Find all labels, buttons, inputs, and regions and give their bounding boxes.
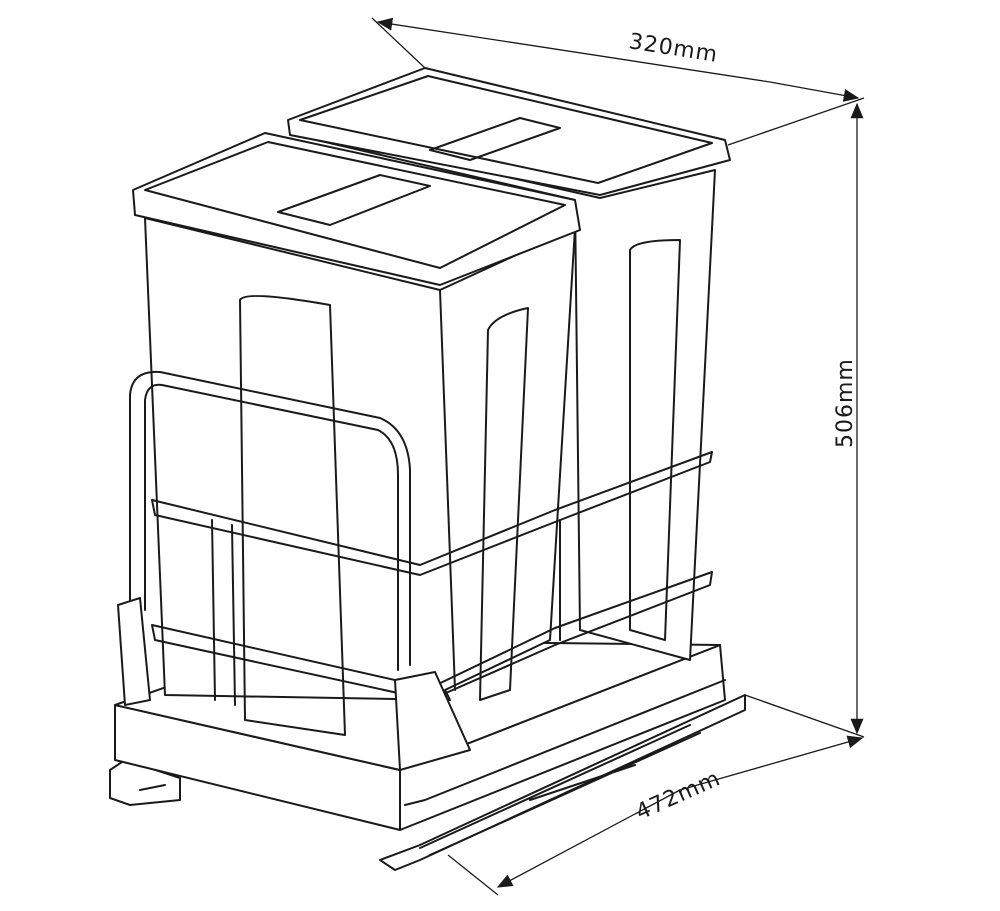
slide-rails — [109, 694, 746, 871]
dimension-height: 506mm — [744, 102, 865, 738]
front-bin — [132, 132, 581, 736]
depth-label: 472mm — [632, 766, 724, 825]
height-label: 506mm — [833, 358, 858, 448]
back-bin — [287, 67, 731, 661]
wire-basket — [117, 370, 713, 771]
